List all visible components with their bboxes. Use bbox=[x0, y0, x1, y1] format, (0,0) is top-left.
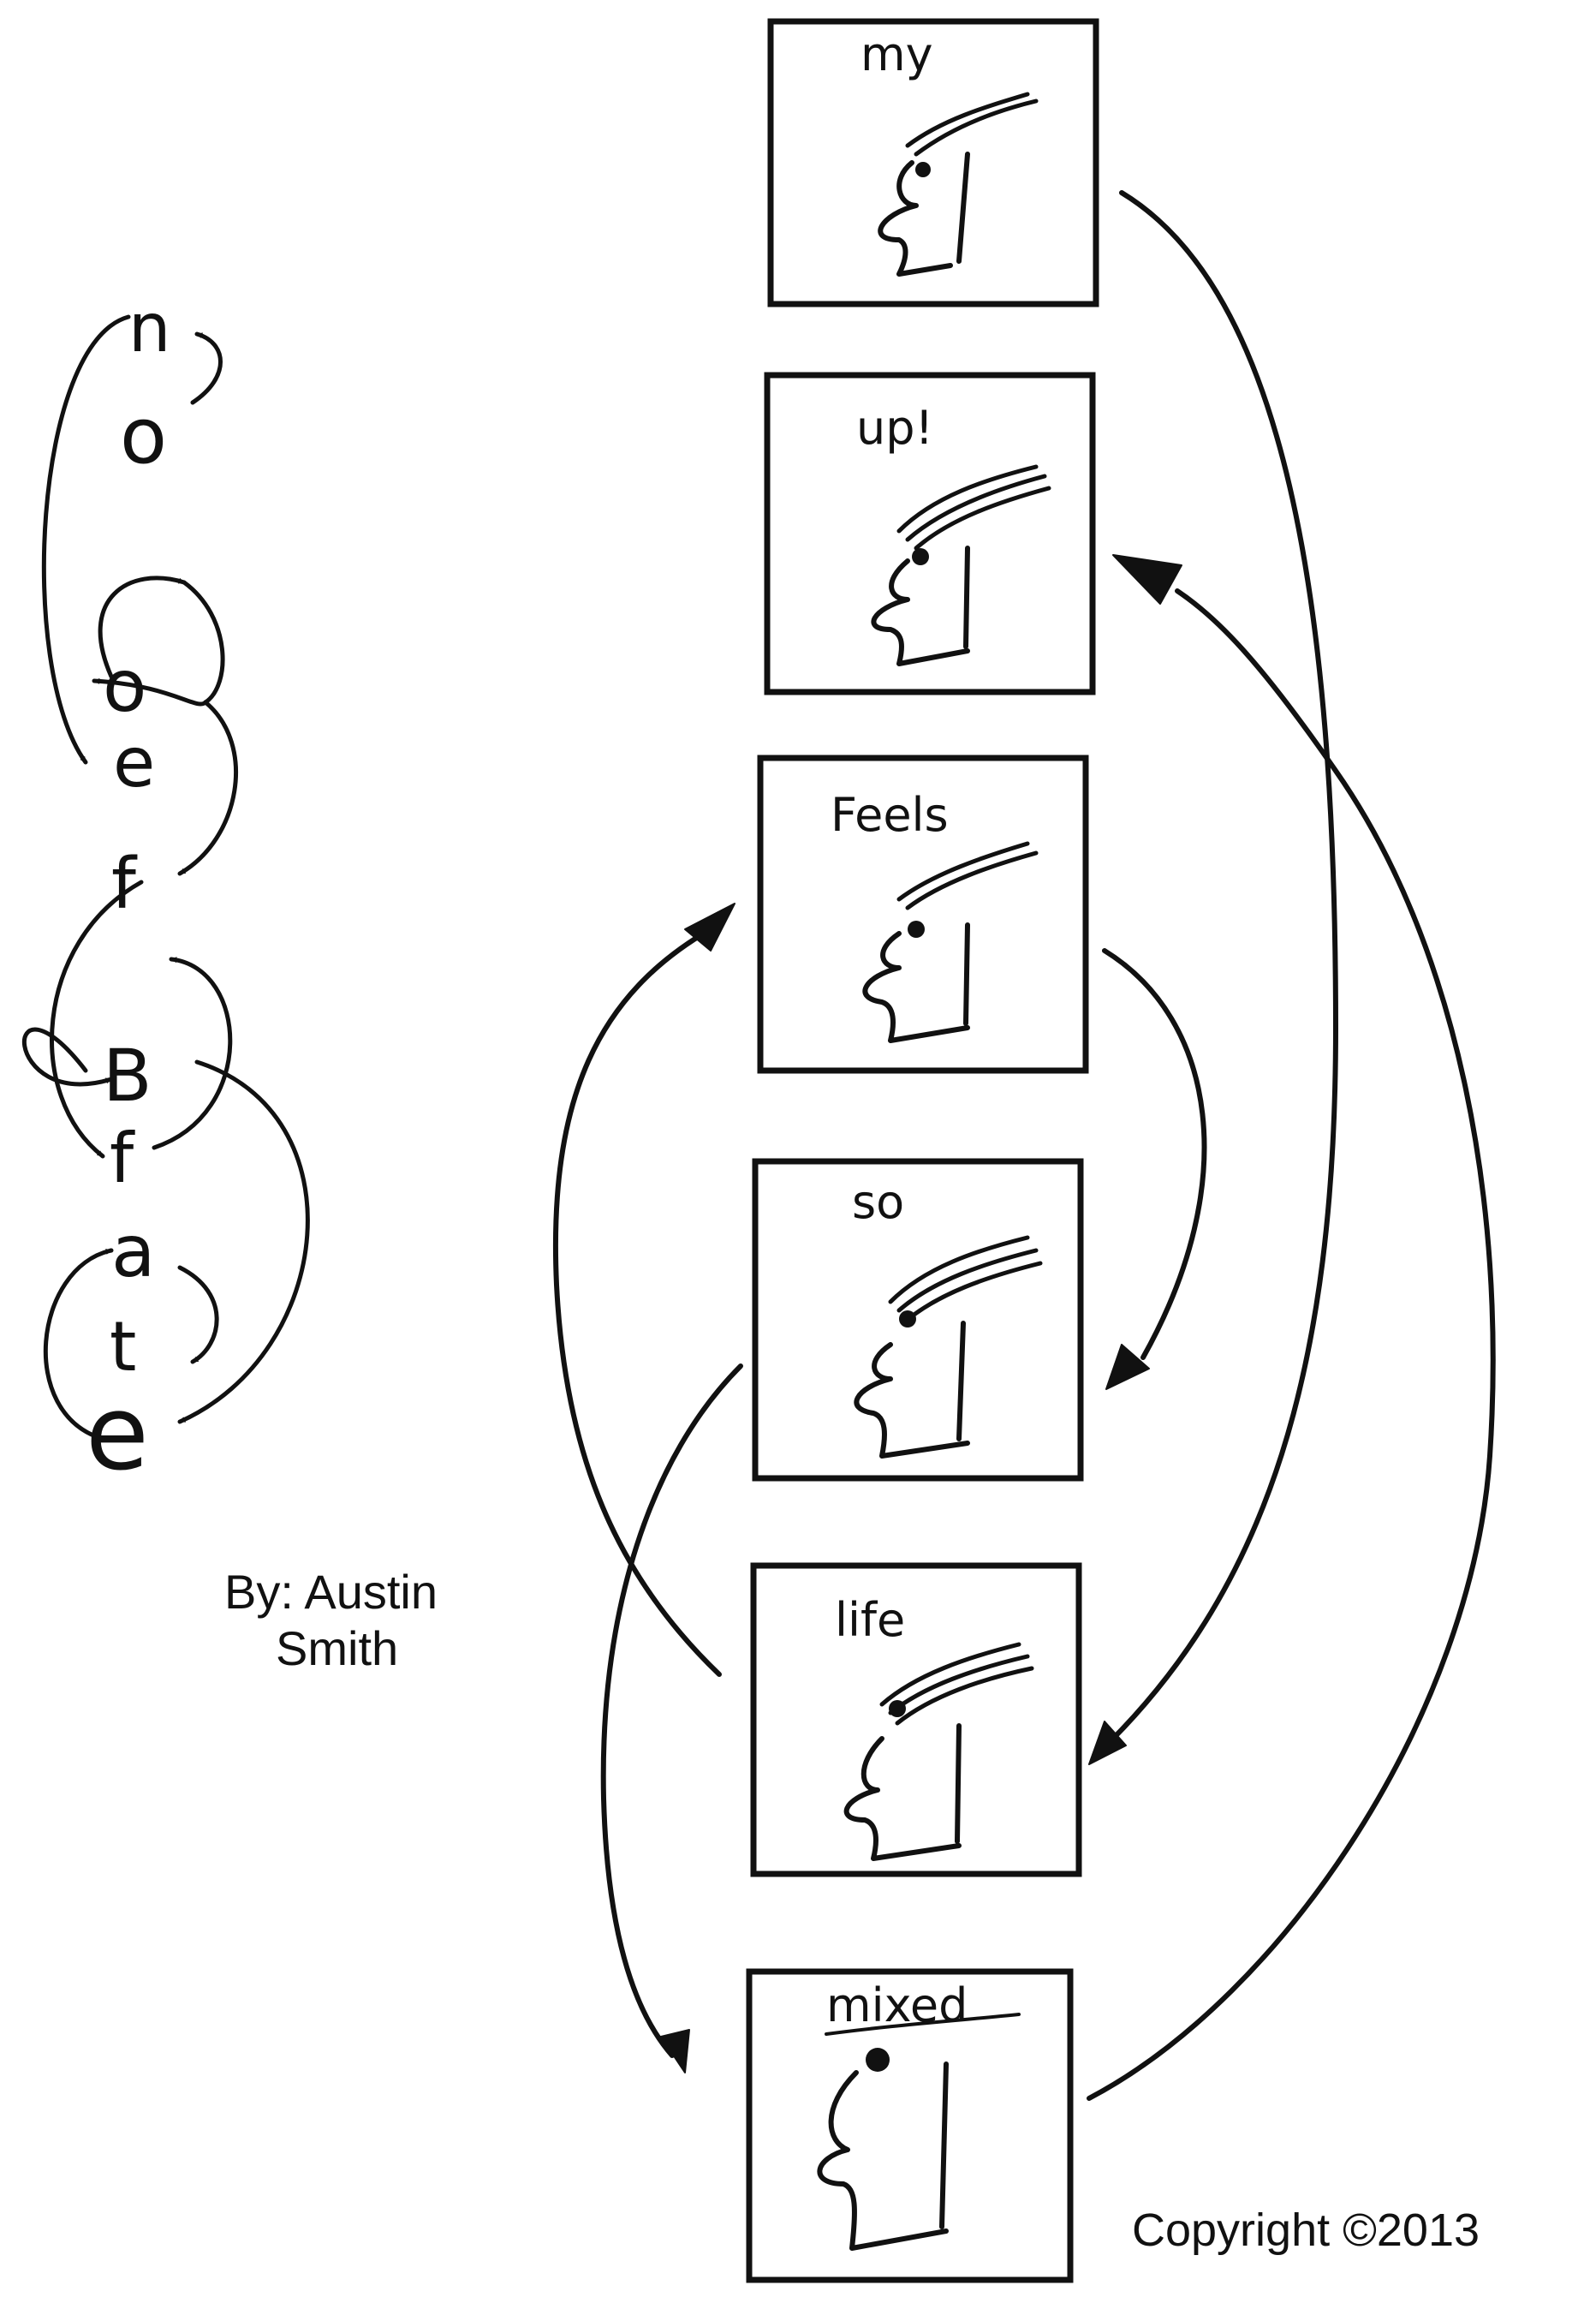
panel-caption: Feels bbox=[831, 788, 949, 842]
panel-caption: up! bbox=[856, 401, 933, 455]
puzzle-arrow bbox=[43, 1248, 114, 1441]
panel-caption: life bbox=[835, 1593, 905, 1647]
panel-caption: mixed bbox=[826, 1978, 968, 2032]
puzzle-letter: f bbox=[110, 1119, 135, 1198]
puzzle-arrow bbox=[177, 1265, 219, 1364]
puzzle-arrow bbox=[98, 576, 187, 679]
arrowhead bbox=[660, 2029, 690, 2073]
connector-arrow bbox=[1106, 190, 1338, 1745]
puzzle-letter: e bbox=[86, 1375, 149, 1494]
puzzle-arrow bbox=[50, 880, 144, 1159]
panel-feels: Feels bbox=[757, 755, 1089, 1074]
connector-arrow bbox=[600, 1363, 743, 2058]
connector-arrow bbox=[1102, 948, 1207, 1360]
panel-caption: so bbox=[852, 1175, 904, 1229]
puzzle-letter: n bbox=[128, 290, 170, 367]
panel-frame bbox=[750, 1562, 1082, 1877]
panel-frame bbox=[767, 18, 1099, 307]
panel-caption: my bbox=[861, 27, 933, 81]
panel-frame bbox=[764, 372, 1096, 695]
puzzle-arrow bbox=[92, 677, 208, 707]
panel-connectors bbox=[552, 190, 1496, 2101]
face-drawing bbox=[878, 92, 1039, 277]
puzzle-arrow bbox=[182, 580, 225, 705]
panel-so: so bbox=[752, 1158, 1084, 1482]
arrowhead bbox=[1112, 554, 1182, 605]
panel-frame bbox=[752, 1158, 1084, 1482]
copyright-notice: Copyright ©2013 bbox=[1132, 2205, 1480, 2256]
author-credit-line2: Smith bbox=[276, 1621, 398, 1675]
puzzle-letter: t bbox=[110, 1307, 136, 1387]
panel-life: life bbox=[750, 1562, 1082, 1877]
arrowhead bbox=[684, 903, 735, 952]
puzzle-letter: e bbox=[113, 723, 155, 802]
letter-puzzle: n o o e f B f a t e bbox=[21, 290, 310, 1494]
author-credit-line1: By: Austin bbox=[224, 1565, 438, 1619]
puzzle-letter: B bbox=[103, 1034, 152, 1118]
face-drawing bbox=[817, 2013, 1021, 2251]
face-drawing bbox=[862, 841, 1039, 1043]
connector-arrow bbox=[1087, 588, 1496, 2101]
comic-panels: my up! Feels bbox=[746, 18, 1099, 2283]
puzzle-arrow bbox=[152, 957, 233, 1150]
puzzle-letter: o bbox=[120, 391, 167, 481]
puzzle-arrow bbox=[177, 1059, 310, 1424]
panel-up: up! bbox=[764, 372, 1096, 695]
face-drawing bbox=[843, 1642, 1034, 1861]
connector-arrow bbox=[552, 927, 722, 1677]
puzzle-arrow bbox=[21, 1027, 114, 1087]
panel-frame bbox=[757, 755, 1089, 1074]
puzzle-arrow bbox=[41, 314, 131, 765]
face-drawing bbox=[854, 1235, 1043, 1459]
face-drawing bbox=[871, 464, 1051, 666]
puzzle-arrow bbox=[177, 700, 239, 876]
puzzle-arrow bbox=[190, 331, 223, 405]
puzzle-letter: a bbox=[111, 1209, 155, 1293]
panel-my: my bbox=[767, 18, 1099, 307]
arrowhead bbox=[1088, 1721, 1127, 1765]
panel-mixed: mixed bbox=[746, 1968, 1074, 2283]
panel-frame bbox=[746, 1968, 1074, 2283]
arrowhead bbox=[1105, 1344, 1150, 1390]
